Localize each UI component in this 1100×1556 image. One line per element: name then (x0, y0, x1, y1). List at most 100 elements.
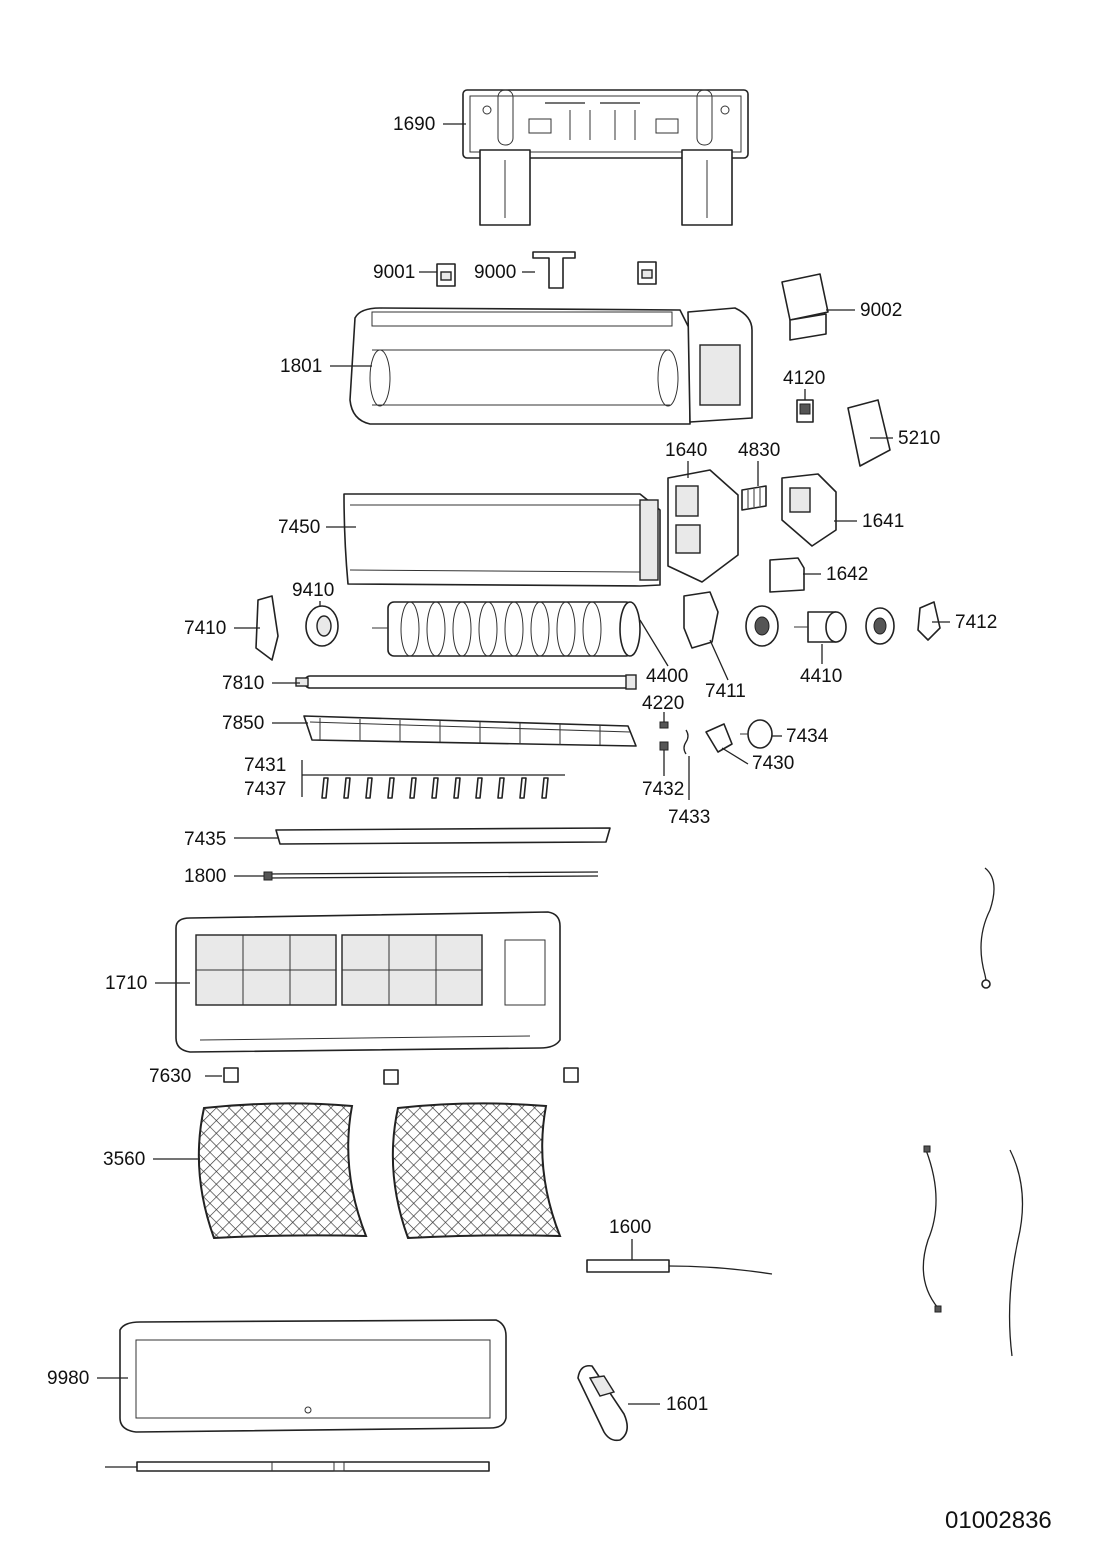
callout-4400: 4400 (639, 619, 688, 687)
tangential-fan-4400 (372, 601, 641, 657)
callout-4220: 7434 (772, 726, 829, 747)
svg-text:7435: 7435 (184, 829, 226, 850)
svg-text:7810: 7810 (222, 673, 264, 694)
document-number: 01002836 (945, 1507, 1052, 1534)
clip-1710-right (563, 1067, 579, 1083)
wire-left (922, 1145, 942, 1313)
svg-text:1601: 1601 (666, 1394, 708, 1415)
callout-9980: 1601 (628, 1394, 708, 1415)
callout-9002: 9002 (826, 300, 902, 321)
part-4830 (741, 485, 767, 511)
cover-5210 (847, 399, 891, 467)
svg-text:1801: 1801 (280, 356, 322, 377)
svg-text:7412: 7412 (955, 612, 997, 633)
svg-text:7430: 7430 (752, 753, 794, 774)
svg-text:4120: 4120 (783, 368, 825, 389)
side-bracket-7410 (255, 595, 279, 661)
svg-text:9980: 9980 (47, 1368, 89, 1389)
callout-4120: 4120 (783, 368, 825, 400)
callout-7411: 7411 (705, 639, 746, 702)
svg-text:7850: 7850 (222, 713, 264, 734)
callout-1642: 1642 (803, 564, 868, 585)
part-4120 (796, 399, 814, 423)
link-7434 (705, 723, 733, 753)
callout-4830: 4830 (738, 440, 780, 486)
callout-7433: 1800 (184, 866, 264, 887)
callout-1800: 1710 (105, 973, 190, 994)
clip-1710-left (223, 1067, 239, 1083)
svg-text:1640: 1640 (665, 440, 707, 461)
air-filter-7630-left (197, 1102, 368, 1240)
part-7435 (683, 729, 690, 800)
cover-7412 (917, 601, 941, 641)
drain-pipe-7810 (295, 674, 637, 690)
svg-text:7450: 7450 (278, 517, 320, 538)
callout-7436: 4220 (642, 693, 684, 714)
svg-text:1641: 1641 (862, 511, 904, 532)
front-frame-1800 (175, 911, 561, 1053)
svg-text:3560: 3560 (103, 1149, 145, 1170)
svg-text:9002: 9002 (860, 300, 902, 321)
callout-7434: 7430 (721, 747, 794, 774)
power-cable (980, 867, 995, 989)
callout-7630: 3560 (103, 1149, 200, 1170)
svg-text:9410: 9410 (292, 580, 334, 601)
mounting-plate-1690 (462, 89, 749, 226)
callout-9000: 9000 (474, 262, 535, 283)
louver-frame-7850 (303, 715, 637, 747)
chassis-1801 (349, 307, 753, 425)
callout-1690: 1690 (393, 114, 466, 135)
svg-text:7432: 7432 (642, 779, 684, 800)
sensor-3560 (586, 1259, 773, 1275)
callout-7412: 7412 (932, 612, 997, 633)
bracket-7411 (683, 591, 719, 649)
svg-text:9001: 9001 (373, 262, 415, 283)
part-1642 (769, 557, 805, 593)
callout-1600: 9980 (47, 1368, 128, 1389)
callout-1801: 1801 (280, 356, 372, 377)
strip-1601 (136, 1461, 490, 1472)
wire-right (1008, 1149, 1024, 1357)
callout-9410: 9410 (292, 580, 334, 606)
svg-text:1690: 1690 (393, 114, 435, 135)
callout-3560: 1600 (609, 1217, 651, 1260)
callout-7810: 7810 (222, 673, 300, 694)
callout-1710: 7630 (149, 1066, 222, 1087)
control-box-1640 (667, 469, 739, 583)
vertical-vane-7432 (275, 827, 611, 845)
callout-7435: 7433 (668, 807, 710, 828)
svg-text:4400: 4400 (646, 666, 688, 687)
svg-text:7437: 7437 (244, 779, 286, 800)
svg-text:9000: 9000 (474, 262, 516, 283)
vanes-7431 (321, 777, 549, 799)
cover-9002 (781, 273, 829, 341)
clip-9000 (532, 251, 576, 289)
bearing-9410 (305, 605, 339, 647)
callout-4410: 4410 (800, 644, 842, 687)
callout-7850: 7850 (222, 713, 308, 734)
part-7436 (659, 712, 669, 729)
svg-text:1600: 1600 (609, 1217, 651, 1238)
svg-text:4410: 4410 (800, 666, 842, 687)
svg-text:1642: 1642 (826, 564, 868, 585)
motor-holder-right (865, 607, 895, 645)
svg-text:7410: 7410 (184, 618, 226, 639)
callout-5210: 5210 (870, 428, 940, 449)
air-filter-7630-right (391, 1102, 562, 1240)
connecting-rod-7433 (263, 871, 599, 881)
callout-1640: 1640 (665, 440, 707, 478)
electrical-box-1641 (781, 473, 837, 547)
callout-7431: 7437 (244, 779, 286, 800)
callout-7432: 7435 (184, 829, 278, 850)
fan-motor-4410 (794, 611, 847, 643)
callout-7430: 7431 (244, 755, 322, 797)
svg-text:7630: 7630 (149, 1066, 191, 1087)
clip-9001 (436, 263, 456, 287)
part-7437 (659, 741, 669, 776)
clip-right (637, 261, 657, 285)
motor-holder-left (745, 605, 779, 647)
callout-7437: 7432 (642, 779, 684, 800)
svg-text:7434: 7434 (786, 726, 829, 747)
svg-text:4830: 4830 (738, 440, 780, 461)
